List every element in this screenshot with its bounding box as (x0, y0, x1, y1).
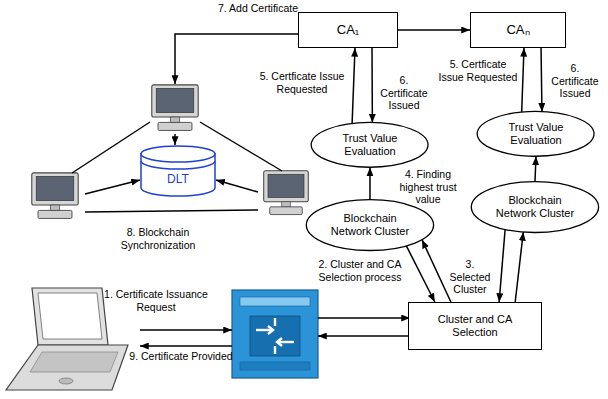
flow-connector (534, 156, 536, 181)
computer-icon (264, 171, 309, 215)
step-label: 1. Certificate Issuance Request (104, 288, 208, 313)
flow-connector (371, 48, 373, 123)
computer-icon (32, 173, 78, 219)
ellipse-shape (312, 123, 429, 168)
process-ellipse: Trust Value Evaluation (310, 121, 429, 169)
step-label: 5. Certficate Issue Requested (436, 58, 520, 83)
cluster-ellipse: Blockchain Network Cluster (470, 180, 600, 234)
step-label: 8. Blockchain Synchronization (108, 226, 208, 251)
step-label: 7. Add Certificate (218, 2, 298, 15)
node-text: CAₙ (506, 23, 529, 38)
node-text: Trust Value Evaluation (496, 121, 576, 146)
cylinder-outline (140, 145, 216, 197)
flow-arrow (85, 34, 410, 346)
node-text: Cluster and CA Selection (416, 313, 534, 338)
flow-connector (540, 48, 542, 112)
server-icon (232, 290, 318, 378)
node-text: CA₁ (337, 23, 359, 38)
database-cylinder: DLT (140, 145, 216, 197)
process-ellipse: Trust Value Evaluation (476, 110, 595, 158)
step-label: 5. Certficate Issue Requested (254, 70, 350, 95)
step-label: 6. Certificate Issued (376, 74, 432, 112)
node-text: Trust Value Evaluation (330, 132, 410, 157)
cylinder-ring (141, 161, 215, 169)
flow-connector (515, 232, 523, 302)
flow-connector (352, 48, 355, 124)
ca-box: CA₁ (298, 12, 398, 48)
flow-connector (522, 48, 524, 112)
node-text: Blockchain Network Cluster (322, 212, 418, 237)
step-label: 6. Certificate Issued (546, 62, 604, 100)
peer-link (72, 122, 282, 212)
ellipse-shape (478, 112, 595, 157)
process-box: Cluster and CA Selection (408, 302, 542, 350)
cylinder-top (141, 146, 215, 162)
flow-connector (406, 246, 434, 302)
ellipse-shape (471, 182, 598, 233)
ellipse-shape (306, 200, 433, 251)
flow-connector (499, 229, 505, 302)
step-label: 4. Finding highest trust value (393, 168, 463, 206)
node-text: Blockchain Network Cluster (487, 194, 583, 219)
step-label: 3. Selected Cluster (445, 258, 495, 296)
laptop-icon (6, 288, 128, 390)
cluster-ellipse: Blockchain Network Cluster (305, 198, 435, 252)
node-text: DLT (167, 173, 189, 187)
ca-box: CAₙ (470, 12, 566, 48)
flow-connector (422, 240, 451, 302)
step-label: 2. Cluster and CA Selection process (316, 258, 404, 283)
flow-connector (369, 167, 371, 199)
flow-connector (398, 29, 470, 31)
computer-icon (152, 85, 198, 131)
step-label: 9. Certificate Provided (128, 350, 234, 363)
